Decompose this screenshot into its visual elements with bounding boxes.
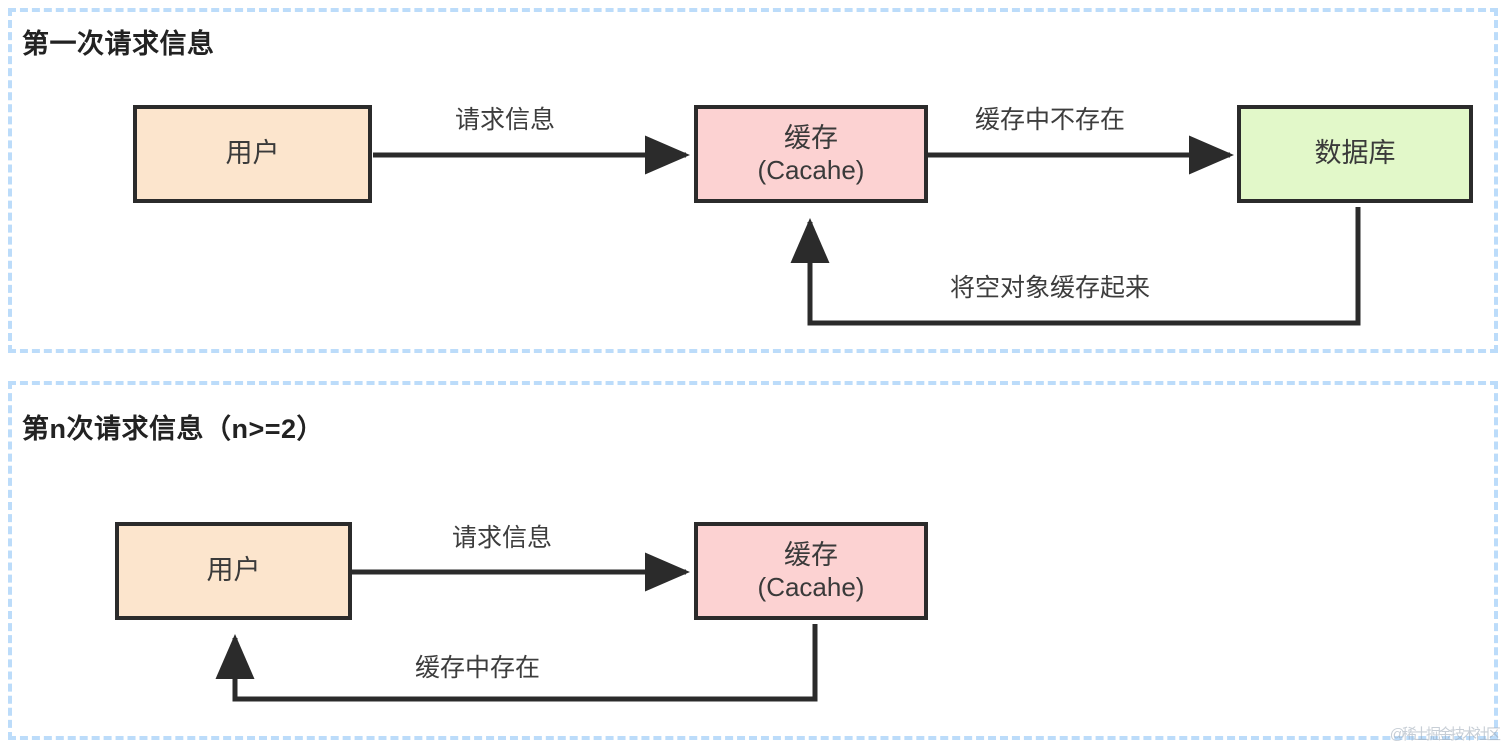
node-user-nth[interactable]: 用户 xyxy=(115,522,352,620)
node-cache-first[interactable]: 缓存 (Cacahe) xyxy=(694,105,928,203)
edge-label-store-null-first: 将空对象缓存起来 xyxy=(950,274,1151,302)
node-database-first-label: 数据库 xyxy=(1314,138,1396,169)
arrow-db-to-cache-first xyxy=(790,207,1361,326)
node-cache-first-sublabel: (Cacahe) xyxy=(757,154,865,185)
edge-label-request-info-nth: 请求信息 xyxy=(452,524,553,552)
section-first-request-title: 第一次请求信息 xyxy=(22,29,215,59)
node-cache-nth-label: 缓存 xyxy=(784,539,838,570)
arrow-cache-to-user-nth xyxy=(215,624,818,702)
watermark: @稀土掘金技术社区 xyxy=(1389,726,1501,743)
section-nth-request-title: 第n次请求信息（n>=2） xyxy=(22,414,325,444)
edge-label-request-info-first: 请求信息 xyxy=(455,106,556,134)
node-cache-nth[interactable]: 缓存 (Cacahe) xyxy=(694,522,928,620)
node-user-nth-label: 用户 xyxy=(206,555,261,586)
edge-label-cache-hit-nth: 缓存中存在 xyxy=(415,654,541,682)
edge-label-cache-miss-first: 缓存中不存在 xyxy=(975,106,1126,134)
node-user-first-label: 用户 xyxy=(225,138,280,169)
node-cache-nth-sublabel: (Cacahe) xyxy=(757,571,865,602)
node-database-first[interactable]: 数据库 xyxy=(1237,105,1473,203)
section-nth-request xyxy=(8,381,1498,740)
node-cache-first-label: 缓存 xyxy=(784,122,838,153)
section-first-request xyxy=(8,8,1498,353)
node-user-first[interactable]: 用户 xyxy=(133,105,372,203)
